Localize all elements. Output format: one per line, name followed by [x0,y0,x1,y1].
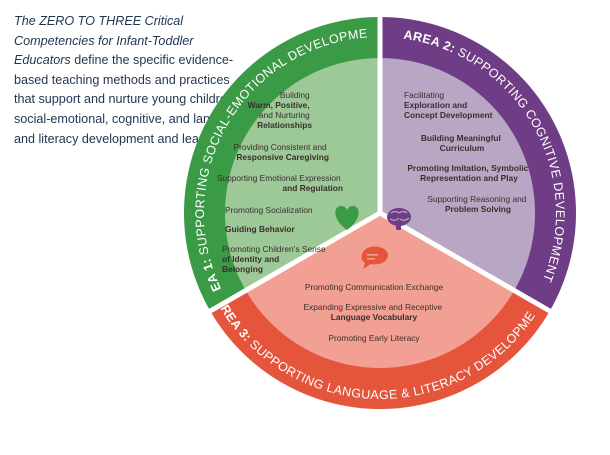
brain-icon [387,208,411,230]
area3-item-communication: Promoting Communication Exchange [305,282,444,292]
area2-item-curriculum: Building Meaningful Curriculum [421,133,503,153]
speech-bubble-icon [361,246,388,269]
area3-inner [245,213,515,368]
intro-title: The ZERO TO THREE Critical Competencies … [14,14,194,68]
area1-item-identity-belonging: Promoting Children’s Sense of Identity a… [222,244,328,274]
area3-item-early-literacy: Promoting Early Literacy [328,333,420,343]
area2-item-exploration: Facilitating Exploration and Concept Dev… [404,90,493,120]
divider-line [378,210,553,315]
area1-item-responsive-caregiving: Providing Consistent and Responsive Care… [234,142,329,162]
area2-item-reasoning: Supporting Reasoning and Problem Solving [427,194,529,214]
divider-line [207,210,382,315]
intro-paragraph: The ZERO TO THREE Critical Competencies … [14,12,249,149]
area2-item-imitation-play: Promoting Imitation, Symbolic Representa… [407,163,530,183]
area3-item-vocabulary: Expanding Expressive and Receptive Langu… [303,302,444,322]
area1-item-emotional-expression: Supporting Emotional Expression and Regu… [217,173,343,193]
area1-item-socialization: Promoting Socialization [225,205,313,215]
area1-item-warm-relationships: Building Warm, Positive, and Nurturing R… [248,90,313,130]
heart-icon [335,206,359,230]
area1-inner [225,58,380,291]
area2-inner [380,58,535,291]
area1-item-guiding-behavior: Guiding Behavior [225,224,296,234]
intro-body: define the specific evidence-based teach… [14,53,246,146]
